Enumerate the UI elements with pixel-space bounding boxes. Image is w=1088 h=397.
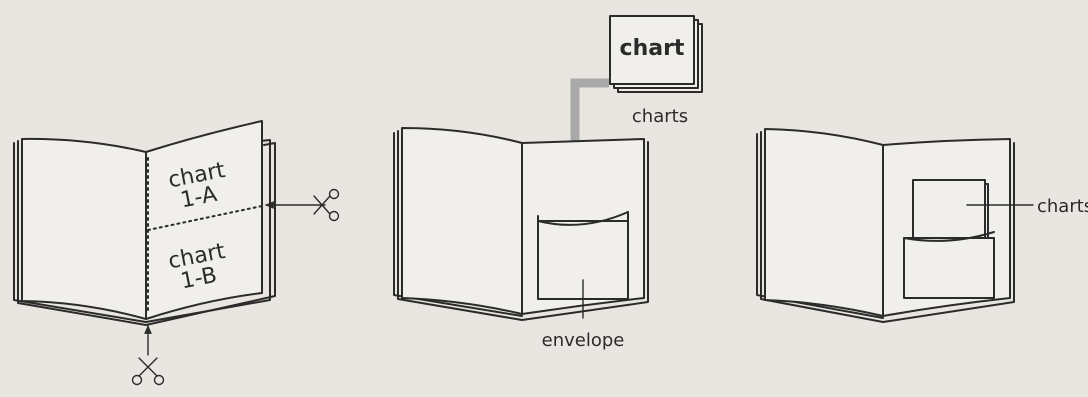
- envelope-caption: envelope: [542, 330, 625, 351]
- panel-2-book-envelope: chart charts envelope: [393, 15, 703, 351]
- scissors-icon: [313, 188, 340, 222]
- charts-caption: charts: [1037, 196, 1088, 217]
- panel-3-book-stored: charts: [756, 128, 1088, 323]
- chart-stack: [609, 15, 703, 93]
- scissors-icon: [131, 357, 165, 386]
- envelope-with-charts: [903, 231, 995, 299]
- book-1: [13, 120, 276, 326]
- charts-stack-caption: charts: [632, 106, 688, 127]
- chart-card-label: chart: [620, 36, 685, 61]
- panel-1-book-cut: chart 1-A chart 1-B: [13, 120, 340, 386]
